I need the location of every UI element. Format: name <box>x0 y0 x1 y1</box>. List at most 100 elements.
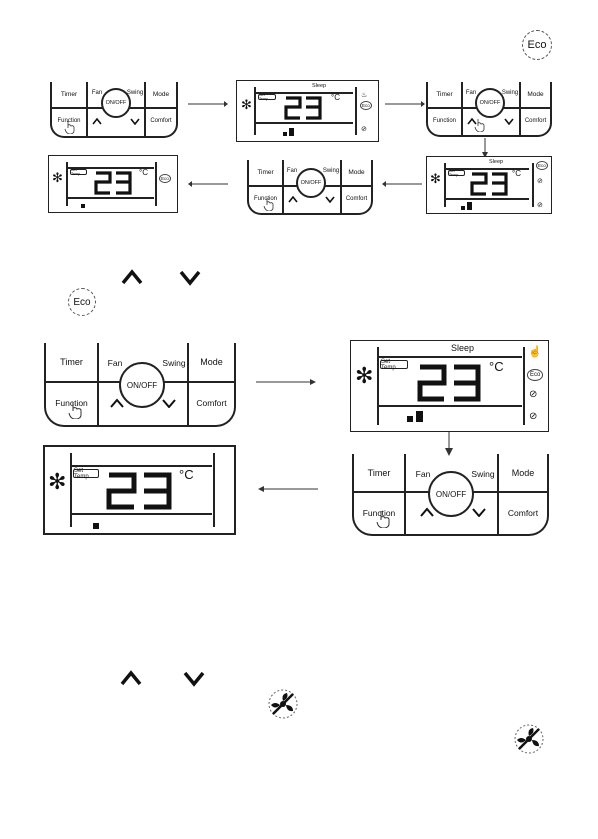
mode-button[interactable]: Mode <box>144 82 178 107</box>
flow-arrow-down-icon <box>445 432 453 456</box>
swing-button[interactable]: Swing <box>462 464 504 484</box>
sleep-label: Sleep <box>451 343 475 353</box>
fan-button[interactable]: Fan <box>282 160 302 182</box>
lcd-display: Set Temp. °C ✻ Eco <box>48 155 178 213</box>
celsius-unit: °C <box>489 359 504 374</box>
function-label: Function <box>432 117 456 124</box>
up-arrow-icon[interactable] <box>110 398 124 408</box>
eco-icon-label: Eco <box>73 296 91 308</box>
down-arrow-icon[interactable] <box>472 507 486 517</box>
mode-label: Mode <box>348 169 365 176</box>
temperature-digits <box>470 172 508 196</box>
swing-button[interactable]: Swing <box>122 82 148 104</box>
lcd-display: Sleep Set Temp. °C ✻ Eco ♨ ⊘ <box>236 80 379 142</box>
comfort-label: Comfort <box>345 195 368 202</box>
function-button[interactable]: Function <box>52 107 86 135</box>
down-arrow-icon[interactable] <box>130 117 140 125</box>
celsius-unit: °C <box>512 169 521 178</box>
hand-pointer-icon <box>64 121 75 134</box>
swing-label: Swing <box>126 90 144 96</box>
temperature-digits <box>417 364 481 402</box>
timer-button[interactable]: Timer <box>428 82 461 107</box>
lcd-eco-icon: Eco <box>536 161 548 170</box>
comfort-button[interactable]: Comfort <box>519 107 552 134</box>
fan-icon: ♨ <box>361 92 368 99</box>
timer-button[interactable]: Timer <box>354 454 404 491</box>
fan-speed-bars <box>93 523 99 529</box>
fan-button[interactable]: Fan <box>86 82 108 104</box>
keypad-panel: Timer Mode Function Comfort Fan Swing ON… <box>352 454 549 536</box>
function-button[interactable]: Function <box>46 381 97 425</box>
timer-label: Timer <box>436 91 453 98</box>
snowflake-icon: ✻ <box>355 363 374 388</box>
hand-pointer-icon <box>376 511 390 528</box>
timer-button[interactable]: Timer <box>249 160 282 185</box>
timer-label: Timer <box>60 91 78 98</box>
swing-label: Swing <box>471 469 495 479</box>
onoff-button[interactable]: ON/OFF <box>101 88 131 118</box>
keypad-panel: Timer Mode Function Comfort Fan Swing ON… <box>426 82 552 137</box>
no-fan-icon <box>514 724 544 754</box>
snowflake-icon: ✻ <box>52 170 63 185</box>
mode-button[interactable]: Mode <box>519 82 552 107</box>
swing-button[interactable]: Swing <box>154 353 194 373</box>
swing-button[interactable]: Swing <box>498 82 522 104</box>
no-fan-icon: ⊘ <box>537 178 543 185</box>
onoff-label: ON/OFF <box>105 100 127 106</box>
mode-button[interactable]: Mode <box>340 160 373 185</box>
fan-label: Fan <box>465 90 477 96</box>
flow-arrow-right-icon <box>256 379 316 385</box>
lcd-display: Sleep Set Temp. °C ✻ ☝ Eco ⊘ ⊘ <box>350 340 549 432</box>
no-swing-icon: ⊘ <box>529 411 538 422</box>
up-arrow-icon[interactable] <box>467 117 477 125</box>
no-fan-icon <box>268 689 298 719</box>
comfort-button[interactable]: Comfort <box>497 491 549 534</box>
function-button[interactable]: Function <box>428 107 461 134</box>
lcd-display: Set Temp. °C ✻ <box>43 445 236 535</box>
function-button[interactable]: Function <box>354 491 404 534</box>
mode-button[interactable]: Mode <box>497 454 549 491</box>
up-arrow-icon[interactable] <box>92 117 102 125</box>
fan-button[interactable]: Fan <box>461 82 481 104</box>
fan-button[interactable]: Fan <box>404 464 442 484</box>
keypad-panel: Timer Mode Function Comfort Fan Swing ON… <box>50 82 178 138</box>
flow-arrow-left-icon <box>188 181 228 187</box>
onoff-button[interactable]: ON/OFF <box>475 88 505 118</box>
comfort-button[interactable]: Comfort <box>340 185 373 212</box>
set-temp-label: Set Temp. <box>258 93 276 101</box>
comfort-label: Comfort <box>196 398 227 408</box>
comfort-label: Comfort <box>507 507 539 518</box>
timer-button[interactable]: Timer <box>52 82 86 107</box>
swing-button[interactable]: Swing <box>319 160 343 182</box>
sleep-label: Sleep <box>489 159 504 165</box>
onoff-button[interactable]: ON/OFF <box>428 471 474 517</box>
comfort-button[interactable]: Comfort <box>187 381 236 425</box>
onoff-button[interactable]: ON/OFF <box>119 362 165 408</box>
timer-button[interactable]: Timer <box>46 343 97 381</box>
swing-label: Swing <box>322 168 340 174</box>
lcd-display: Sleep Set Temp. °C ✻ Eco ⊘ ⊘ <box>426 156 552 214</box>
flow-arrow-right-icon <box>188 101 228 107</box>
sleep-label: Sleep <box>312 83 327 89</box>
down-arrow-icon[interactable] <box>504 117 514 125</box>
set-temp-label: Set Temp. <box>73 468 99 480</box>
temperature-digits <box>94 171 132 195</box>
lcd-eco-icon: Eco <box>527 369 544 381</box>
down-arrow-icon[interactable] <box>325 195 335 203</box>
function-button[interactable]: Function <box>249 185 282 212</box>
onoff-button[interactable]: ON/OFF <box>296 168 326 198</box>
down-arrow-icon[interactable] <box>162 398 176 408</box>
lcd-eco-icon: Eco <box>159 174 171 183</box>
up-arrow-icon[interactable] <box>420 507 434 517</box>
fan-label: Fan <box>415 469 431 479</box>
eco-icon-label: Eco <box>527 39 547 51</box>
comfort-label: Comfort <box>524 117 547 124</box>
mode-label: Mode <box>511 467 535 478</box>
mode-label: Mode <box>200 357 223 367</box>
mode-button[interactable]: Mode <box>187 343 236 381</box>
comfort-button[interactable]: Comfort <box>144 107 178 135</box>
up-arrow-icon[interactable] <box>288 195 298 203</box>
set-temp-label: Set Temp. <box>70 168 87 176</box>
fan-button[interactable]: Fan <box>97 353 133 373</box>
celsius-unit: °C <box>179 467 194 482</box>
